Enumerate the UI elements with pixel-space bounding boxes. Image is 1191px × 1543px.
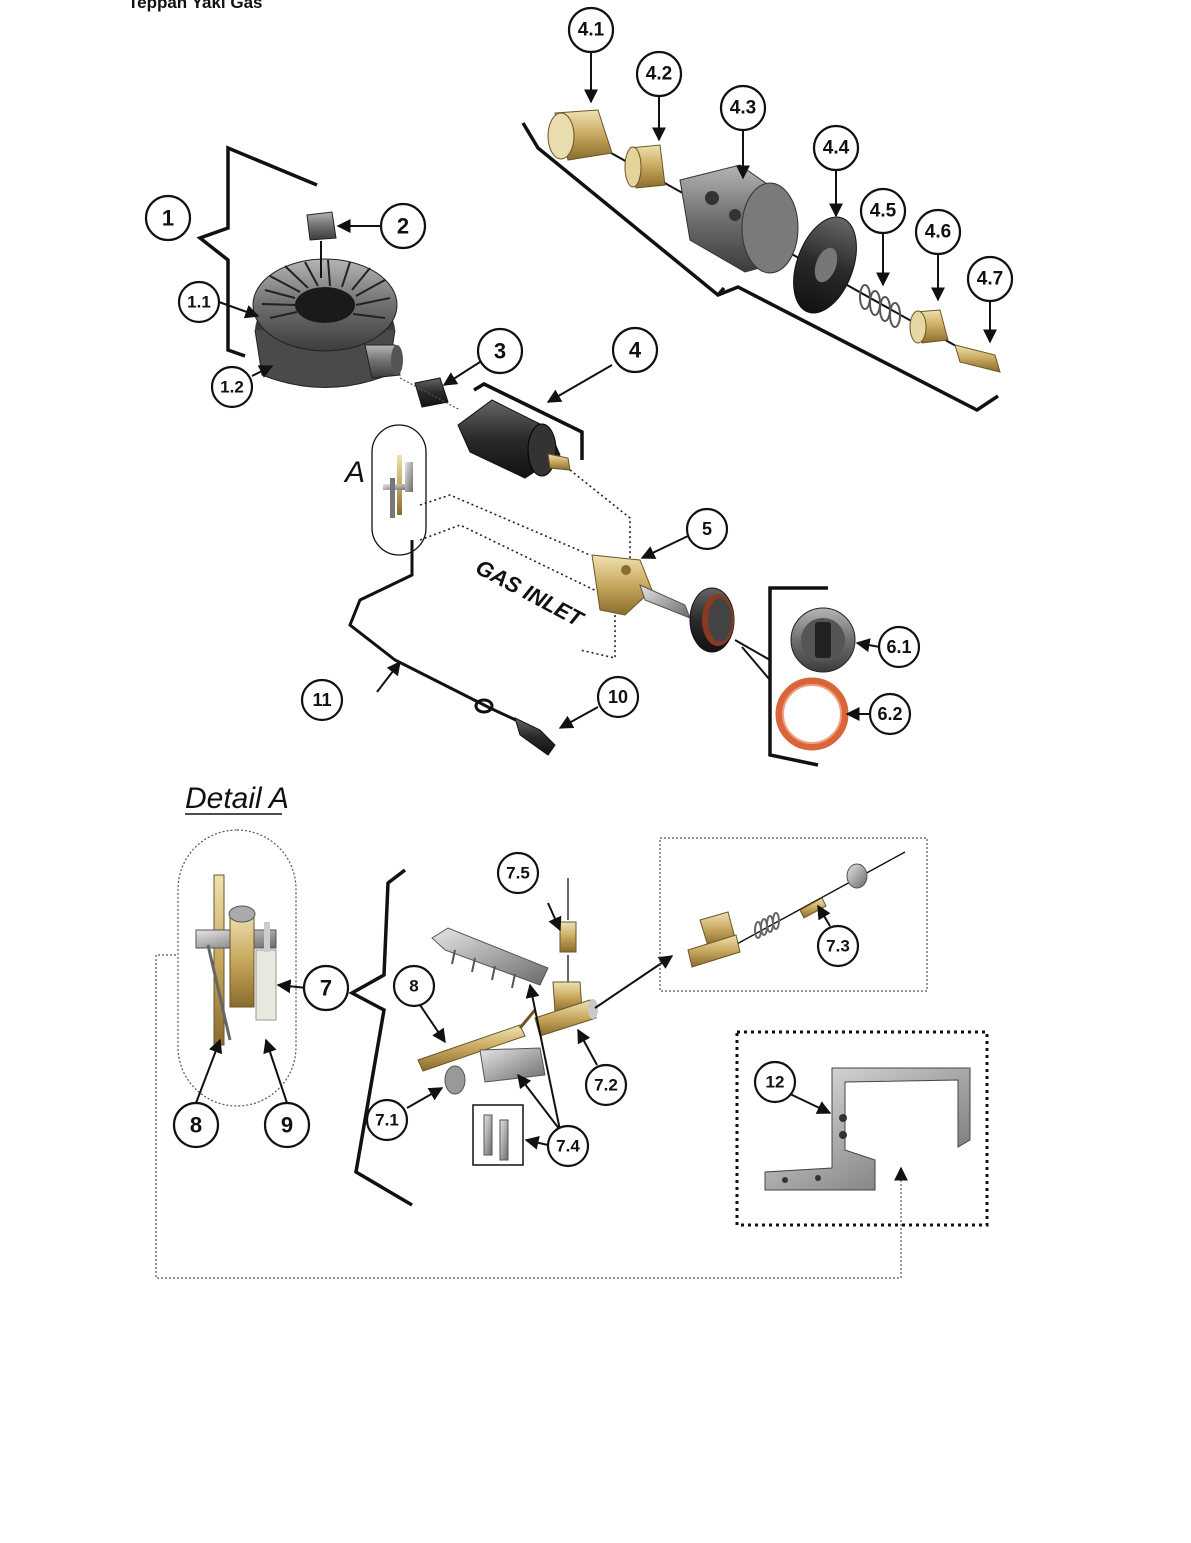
- callout-7-5: 7.5: [498, 853, 538, 893]
- svg-text:7.4: 7.4: [556, 1137, 580, 1156]
- svg-text:7: 7: [320, 976, 332, 1001]
- bracket-7: [352, 870, 412, 1205]
- part-4-1-sleeve: [548, 110, 612, 160]
- callout-4-5: 4.5: [861, 189, 905, 233]
- part-4-7-spindle: [955, 345, 1000, 372]
- dotted-thermocouple-path: [420, 495, 590, 555]
- part-6-2-gasket: [779, 681, 845, 747]
- svg-text:1: 1: [162, 206, 174, 231]
- part-10-ignition-plug: [515, 718, 555, 755]
- callout-7-4: 7.4: [548, 1126, 588, 1166]
- callout-5: 5: [687, 509, 727, 549]
- svg-text:4.6: 4.6: [925, 222, 951, 243]
- burner-group: 1 2 1.1 1.2 3: [146, 148, 522, 410]
- callout-4-2: 4.2: [637, 52, 681, 96]
- callout-7: 7: [304, 966, 348, 1010]
- svg-text:10: 10: [608, 687, 628, 707]
- dotted-connection-valve: [570, 470, 630, 565]
- svg-text:7.3: 7.3: [826, 937, 850, 956]
- svg-text:8: 8: [409, 977, 418, 996]
- svg-text:2: 2: [397, 214, 409, 239]
- svg-text:A: A: [343, 456, 365, 489]
- svg-text:12: 12: [766, 1073, 785, 1092]
- detail-marker-a: A 10 11: [302, 425, 638, 755]
- svg-text:6.1: 6.1: [886, 637, 911, 657]
- svg-text:4.4: 4.4: [823, 138, 850, 159]
- detail-a-title: Detail A: [185, 782, 289, 815]
- svg-text:4.5: 4.5: [870, 201, 897, 222]
- detail-7-3-box: [660, 838, 927, 991]
- svg-text:4.7: 4.7: [977, 269, 1003, 290]
- injector-group: 4 5: [420, 328, 919, 765]
- callout-4-3: 4.3: [721, 86, 765, 130]
- part-7-pilot-bracket: [432, 928, 548, 988]
- part-6-1-knob-face: [791, 608, 855, 672]
- callout-6-1: 6.1: [879, 627, 919, 667]
- part-6-knob: [690, 588, 734, 652]
- callout-2: 2: [381, 204, 425, 248]
- svg-text:6.2: 6.2: [877, 704, 902, 724]
- callout-12: 12: [755, 1062, 795, 1102]
- callout-4-1: 4.1: [569, 8, 613, 52]
- callout-1-1: 1.1: [179, 282, 219, 322]
- callout-7-3: 7.3: [818, 926, 858, 966]
- svg-text:8: 8: [190, 1113, 202, 1138]
- part-4-3-valve-body: [680, 165, 798, 273]
- part-8-thermocouple: [418, 1010, 545, 1094]
- svg-text:4.3: 4.3: [730, 98, 756, 119]
- callout-1: 1: [146, 196, 190, 240]
- callout-7-2: 7.2: [586, 1065, 626, 1105]
- callout-3: 3: [478, 329, 522, 373]
- svg-text:1.2: 1.2: [220, 378, 244, 397]
- valve-assembly-group: 4.1 4.2 4.3 4.4 4.5 4.6 4.7: [523, 8, 1012, 410]
- part-1-1-burner-head: [253, 259, 403, 388]
- pilot-assembly-enlarged: [196, 875, 276, 1045]
- callout-6-2: 6.2: [870, 694, 910, 734]
- callout-10: 10: [598, 677, 638, 717]
- callout-8-exploded: 8: [394, 966, 434, 1006]
- part-5-gas-tap: [592, 555, 690, 618]
- part-7-3-fitting-set: [688, 852, 905, 967]
- callout-7-1: 7.1: [367, 1100, 407, 1140]
- page-title: Teppan Yaki Gas: [128, 0, 263, 12]
- svg-text:7.5: 7.5: [506, 864, 530, 883]
- pilot-assembly-small: [383, 455, 413, 518]
- part-12-mounting-bracket: [765, 1068, 970, 1190]
- callout-9: 9: [265, 1103, 309, 1147]
- callout-4-6: 4.6: [916, 210, 960, 254]
- svg-text:7.1: 7.1: [375, 1111, 399, 1130]
- svg-text:4.2: 4.2: [646, 64, 672, 85]
- svg-text:7.2: 7.2: [594, 1076, 618, 1095]
- callout-1-2: 1.2: [212, 367, 252, 407]
- callout-11: 11: [302, 680, 342, 720]
- svg-text:11: 11: [312, 690, 331, 710]
- svg-text:4.1: 4.1: [578, 20, 605, 41]
- svg-text:9: 9: [281, 1113, 293, 1138]
- callout-4-7: 4.7: [968, 257, 1012, 301]
- callout-8-detail: 8: [174, 1103, 218, 1147]
- svg-text:5: 5: [702, 519, 712, 539]
- callout-4-4: 4.4: [814, 126, 858, 170]
- svg-text:1.1: 1.1: [187, 293, 211, 312]
- part-7-5-injector: [560, 878, 576, 982]
- callout-4: 4: [613, 328, 657, 372]
- part-4-2-bush: [625, 145, 665, 188]
- part-4-valve-housing: [458, 400, 570, 478]
- gas-inlet-label: GAS INLET: [472, 554, 589, 632]
- part-7-4-screws: [473, 1105, 523, 1165]
- svg-text:3: 3: [494, 339, 506, 364]
- part-7-2-tee-fitting: [535, 982, 598, 1036]
- part-4-5-spring: [860, 285, 900, 327]
- svg-text:4: 4: [629, 338, 642, 363]
- detail-a-section: Detail A 7 8 9: [156, 782, 987, 1278]
- part-3-jet: [400, 378, 460, 410]
- part-4-6-nut: [910, 310, 948, 343]
